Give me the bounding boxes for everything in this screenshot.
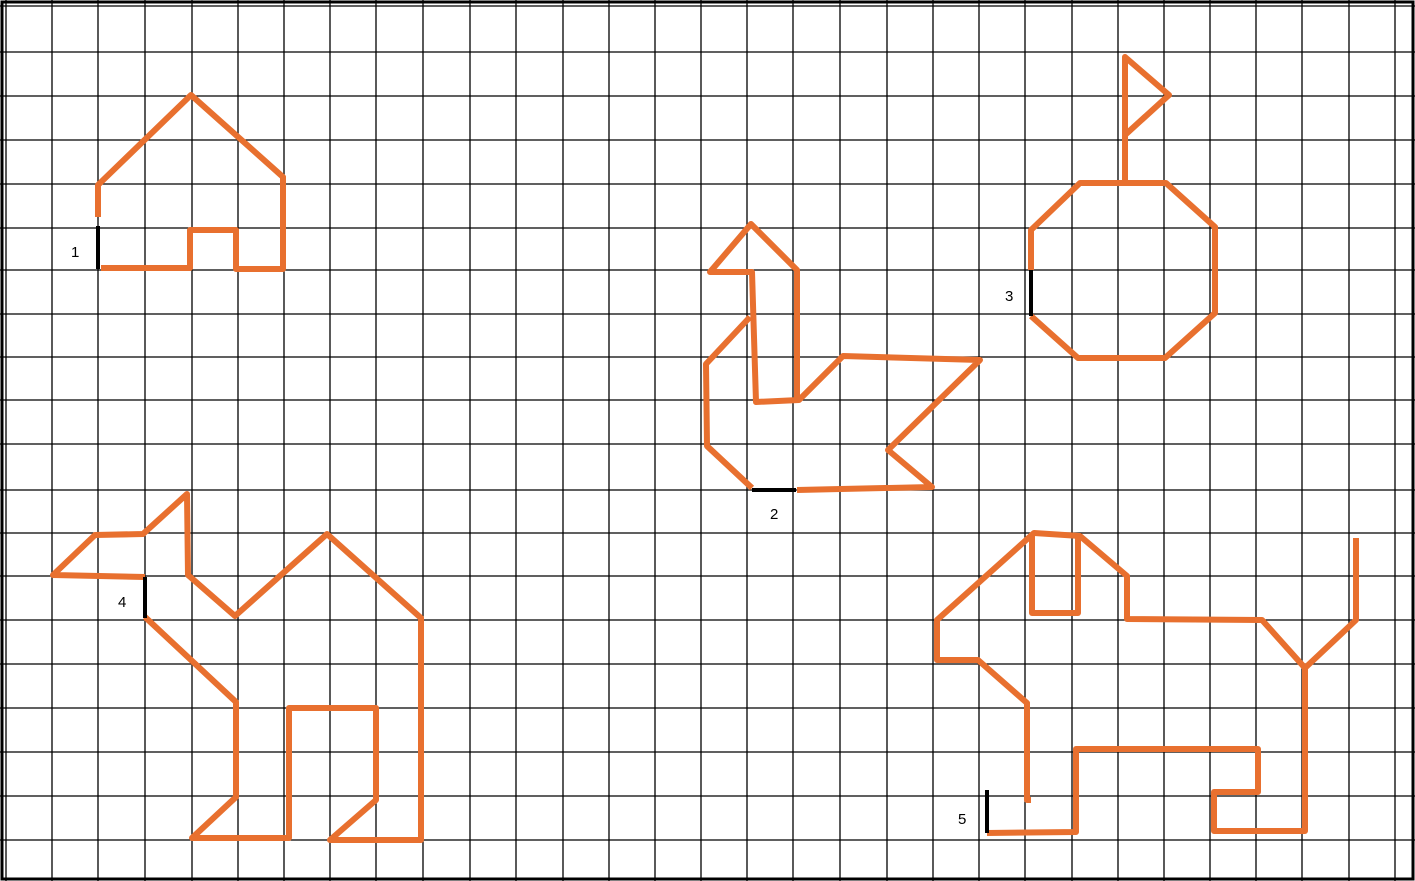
figure-5-ear: [1032, 533, 1078, 613]
figure-2-shape-neck: [706, 317, 752, 488]
figure-5-label: 5: [958, 811, 966, 828]
figure-5-shape: [987, 538, 1356, 833]
figure-5-dog: 5: [937, 533, 1356, 833]
figure-3-stem: [1125, 57, 1169, 183]
figure-4-shape: [53, 494, 421, 840]
figure-4-label: 4: [118, 594, 126, 611]
figure-4-cat: 4: [53, 494, 421, 840]
figure-3-label: 3: [1005, 288, 1013, 305]
figure-1-shape: [98, 95, 283, 269]
figure-5-body: [937, 533, 1305, 800]
figure-1-label: 1: [71, 244, 79, 261]
figure-1-house: 1: [71, 95, 283, 269]
figure-3-apple: 3: [1005, 57, 1215, 358]
figure-2-label: 2: [770, 506, 778, 523]
